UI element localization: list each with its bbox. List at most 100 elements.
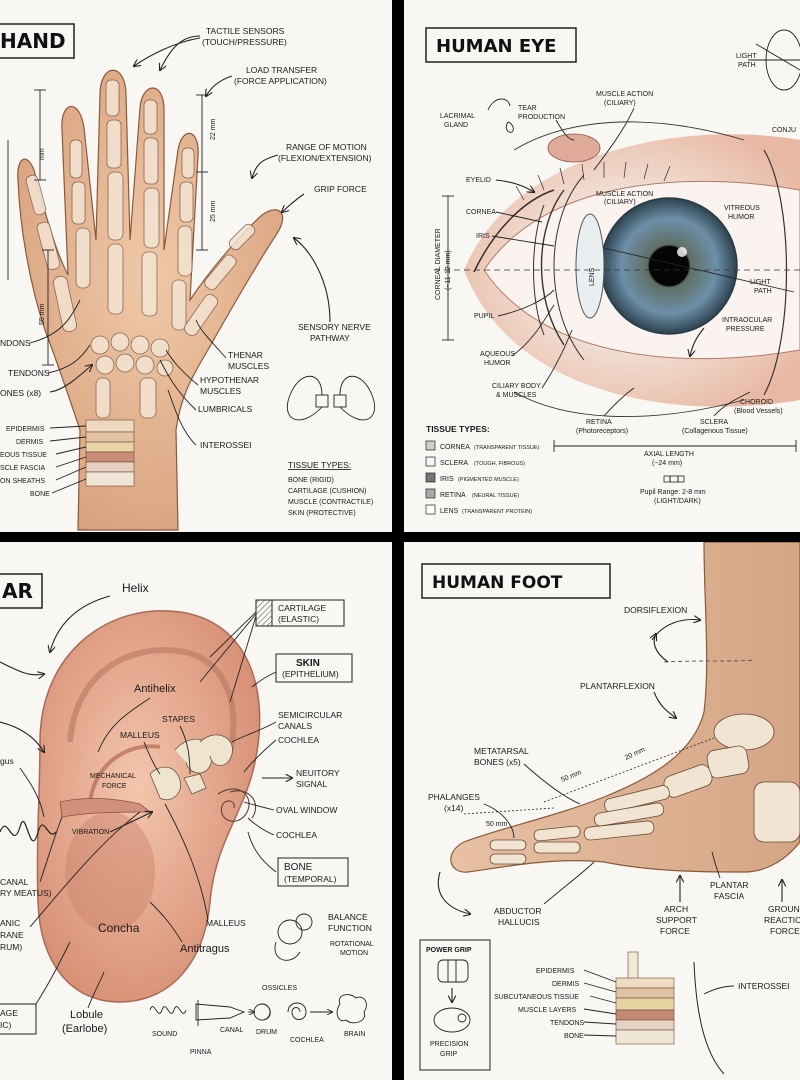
foot-tissue-layers-block — [615, 951, 675, 1045]
eye-label-light-2: PATH — [754, 288, 772, 295]
hand-label-sheaths: ON SHEATHS — [0, 478, 45, 485]
foot-label-arch-1: ARCH — [664, 904, 688, 914]
eye-label-tear-2: PRODUCTION — [518, 114, 565, 121]
hand-illustration — [17, 69, 284, 531]
eye-label-choroid-2: (Blood Vessels) — [734, 408, 783, 415]
eye-label-muscle-1: MUSCLE ACTION — [596, 191, 653, 198]
foot-label-dorsiflexion: DORSIFLEXION — [624, 605, 687, 615]
ear-label-concha: Concha — [98, 921, 140, 935]
eye-label-vitreous-2: HUMOR — [728, 214, 754, 221]
ear-label-ossicles: OSSICLES — [262, 985, 297, 992]
eye-label-pupil-range-1: Pupil Range: 2-8 mm — [640, 489, 706, 496]
ear-label-age-2: IC) — [0, 1020, 12, 1030]
hand-tissue-3: SKIN (PROTECTIVE) — [288, 510, 356, 517]
eye-label-light-top-1: LIGHT — [736, 53, 757, 60]
ear-panel: AR Helix CARTILAGE (ELASTIC) SKIN (EPITH… — [0, 542, 392, 1080]
hand-dim-55: 55 mm — [39, 303, 46, 325]
eye-diagram: HUMAN EYE LIGHT PATH CORNEAL DIAMETER (~… — [425, 27, 800, 515]
hand-panel: HAND mm 22 mm 25 mm 55 mm TACTILE SENSOR… — [0, 0, 392, 532]
eye-label-ciliary-2: & MUSCLES — [496, 392, 537, 399]
hand-label-bones: ONES (x8) — [0, 388, 41, 398]
eye-label-conj: CONJU — [772, 127, 796, 134]
eye-tissue-legend — [425, 440, 436, 515]
hand-label-dermis: DERMIS — [16, 439, 44, 446]
foot-label-precision-1: PRECISION — [430, 1041, 469, 1048]
power-grip-icon — [437, 959, 469, 983]
foot-label-mm50a: 50 mm — [560, 769, 583, 784]
nerve-pathway-diagram — [286, 376, 376, 421]
ear-title: AR — [2, 579, 33, 603]
foot-label-power-grip: POWER GRIP — [426, 947, 472, 954]
bone-box — [277, 857, 349, 887]
ear-title-box — [0, 573, 43, 609]
ear-label-oval: OVAL WINDOW — [276, 805, 337, 815]
eye-label-choroid-1: CHOROID — [740, 399, 773, 406]
eye-label-iop-1: INTRAOCULAR — [722, 317, 772, 324]
hand-label-hypothenar-1: HYPOTHENAR — [200, 375, 259, 385]
hand-label-bone: BONE — [30, 491, 50, 498]
hand-dim-22: 22 mm — [210, 118, 217, 140]
ear-label-cartilage-2: (ELASTIC) — [278, 614, 319, 624]
ear-label-cochlea: COCHLEA — [276, 830, 317, 840]
foot-label-abductor-1: ABDUCTOR — [494, 906, 542, 916]
sound-wave-icon — [0, 820, 57, 842]
eye-label-pupil: PUPIL — [474, 313, 494, 320]
ear-label-neuitory-1: NEUITORY — [296, 768, 340, 778]
eye-tissue-1-name: SCLERA — [440, 460, 468, 467]
eye-tissue-4-desc: (TRANSPARENT PROTEIN) — [462, 509, 532, 515]
ear-label-anic-3: RUM) — [0, 942, 22, 952]
foot-label-phalanges-2: (x14) — [444, 803, 464, 813]
foot-layer-2: SUBCUTANEOUS TISSUE — [494, 994, 579, 1001]
eye-label-light-top-2: PATH — [738, 62, 756, 69]
hand-label-load-2: (FORCE APPLICATION) — [234, 76, 327, 86]
ear-cartilage-box — [0, 1003, 37, 1035]
eye-label-cornea: CORNEA — [466, 209, 496, 216]
ear-label-balance-2: FUNCTION — [328, 923, 372, 933]
ear-label-antitragus: Antitragus — [180, 943, 230, 955]
ear-label-anic-1: ANIC — [0, 918, 20, 928]
eye-label-iop-2: PRESSURE — [726, 326, 765, 333]
eye-tissue-2-desc: (PIGMENTED MUSCLE) — [458, 477, 519, 483]
hand-label-nerve-2: PATHWAY — [310, 333, 350, 343]
foot-label-interossei: INTEROSSEI — [738, 981, 789, 991]
hand-label-hypothenar-2: MUSCLES — [200, 386, 241, 396]
hand-title-box — [0, 23, 75, 59]
precision-grip-icon — [433, 1007, 471, 1033]
hearing-pathway-diagram — [149, 994, 367, 1026]
ear-label-canal-2: RY MEATUS) — [0, 888, 52, 898]
eye-label-vitreous-1: VITREOUS — [724, 205, 760, 212]
eye-label-sclera-1: SCLERA — [700, 419, 728, 426]
eye-label-lacrimal-2: GLAND — [444, 122, 468, 129]
foot-title: HUMAN FOOT — [432, 573, 563, 593]
balance-icon — [274, 913, 313, 961]
foot-label-abductor-2: HALLUCIS — [498, 917, 540, 927]
eye-title-box — [425, 27, 577, 63]
ear-label-pinna: PINNA — [190, 1049, 212, 1056]
eye-tissue-0-desc: (TRANSPARENT TISSUE) — [474, 445, 540, 451]
eye-panel: HUMAN EYE LIGHT PATH CORNEAL DIAMETER (~… — [404, 0, 800, 532]
eye-label-muscle-2: (CILIARY) — [604, 199, 636, 206]
eye-label-diameter-2: (~11-12 mm) — [445, 250, 452, 290]
eye-label-muscle-top-2: (CILIARY) — [604, 100, 636, 107]
ear-label-canal-1: CANAL — [0, 877, 29, 887]
foot-label-arch-3: FORCE — [660, 926, 690, 936]
foot-label-phalanges-1: PHALANGES — [428, 792, 480, 802]
hand-label-tendons2: TENDONS — [8, 368, 50, 378]
hand-diagram: HAND mm 22 mm 25 mm 55 mm TACTILE SENSOR… — [0, 23, 376, 531]
hand-label-tactile-2: (TOUCH/PRESSURE) — [202, 37, 287, 47]
hand-title: HAND — [0, 29, 66, 53]
eye-label-ciliary-1: CILIARY BODY — [492, 383, 541, 390]
foot-label-ground-1: GROUN — [768, 904, 800, 914]
eye-label-retina-2: (Photoreceptors) — [576, 428, 628, 435]
eye-tissue-3-desc: (NEURAL TISSUE) — [472, 493, 519, 499]
foot-panel: HUMAN FOOT DORSIFLEXION PLANTARFLEXION M… — [404, 542, 800, 1080]
ear-label-malleus: MALLEUS — [206, 918, 246, 928]
hand-label-rom-1: RANGE OF MOTION — [286, 142, 367, 152]
foot-label-metatarsal-2: BONES (x5) — [474, 757, 521, 767]
ear-label-gus: gus — [0, 756, 14, 766]
eye-tissue-1-desc: (TOUGH, FIBROUS) — [474, 461, 525, 467]
foot-label-metatarsal-1: METATARSAL — [474, 746, 529, 756]
eye-label-sclera-2: (Collagenous Tissue) — [682, 428, 748, 435]
hand-label-thenar-1: THENAR — [228, 350, 263, 360]
eye-title: HUMAN EYE — [436, 36, 556, 57]
